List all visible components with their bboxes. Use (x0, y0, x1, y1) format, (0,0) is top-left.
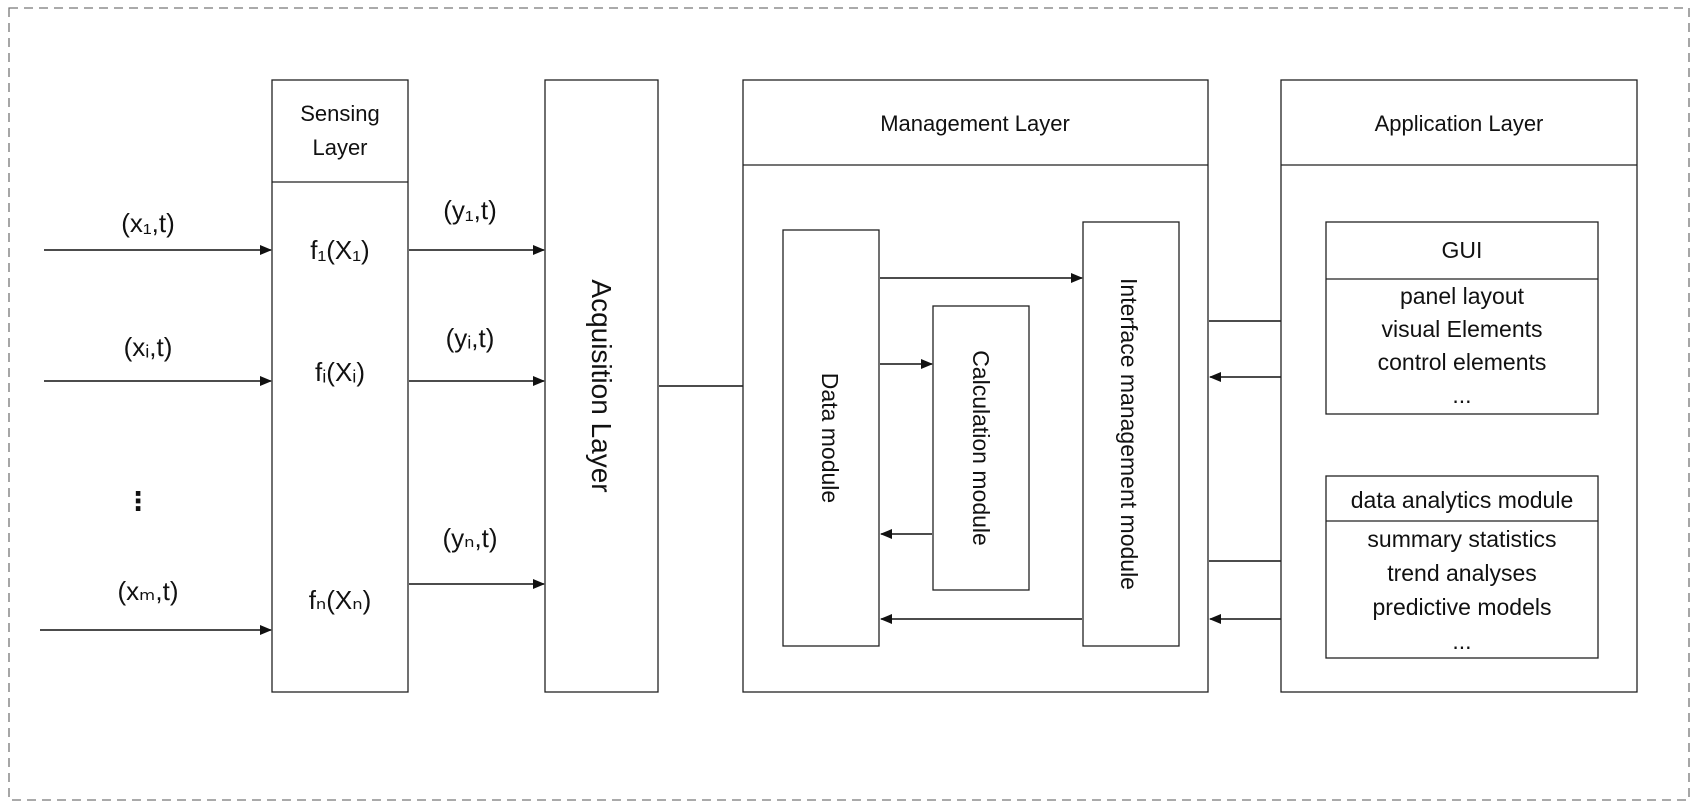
sensing-function-i: fᵢ(Xᵢ) (315, 357, 365, 387)
management-layer-title: Management Layer (880, 111, 1070, 136)
interface-module-box (1082, 221, 1180, 647)
output-label-1: (y₁,t) (443, 195, 497, 225)
gui-item: control elements (1378, 349, 1547, 375)
gui-item: ... (1452, 382, 1471, 408)
input-label-i: (xᵢ,t) (124, 332, 173, 362)
analytics-title: data analytics module (1351, 487, 1573, 513)
gui-item: visual Elements (1381, 316, 1542, 342)
gui-box (1325, 221, 1599, 415)
analytics-item: summary statistics (1367, 526, 1556, 552)
input-label-m: (xₘ,t) (118, 576, 179, 606)
analytics-item: predictive models (1373, 594, 1552, 620)
sensing-function-n: fₙ(Xₙ) (309, 585, 372, 615)
acquisition-layer-title: Acquisition Layer (586, 279, 617, 492)
outer-frame (8, 7, 1690, 801)
analytics-item: ... (1452, 628, 1471, 654)
sensing-layer-title-1: Sensing (300, 101, 380, 126)
acquisition-layer-box (544, 79, 659, 693)
input-label-1: (x₁,t) (121, 208, 175, 238)
output-label-n: (yₙ,t) (442, 523, 497, 553)
data-module-box (782, 229, 880, 647)
sensing-function-1: f₁(X₁) (310, 235, 369, 265)
calculation-module-box (932, 305, 1030, 591)
application-layer-title: Application Layer (1375, 111, 1544, 136)
analytics-box (1325, 475, 1599, 659)
data-module-label: Data module (817, 373, 843, 503)
analytics-item: trend analyses (1387, 560, 1537, 586)
calculation-module-label: Calculation module (968, 350, 994, 546)
gui-item: panel layout (1400, 283, 1525, 309)
output-label-i: (yᵢ,t) (446, 323, 495, 353)
input-ellipsis: ⋮ (125, 486, 151, 516)
interface-module-label: Interface management module (1116, 278, 1142, 590)
gui-title: GUI (1442, 237, 1483, 263)
sensing-layer-title-2: Layer (312, 135, 367, 160)
